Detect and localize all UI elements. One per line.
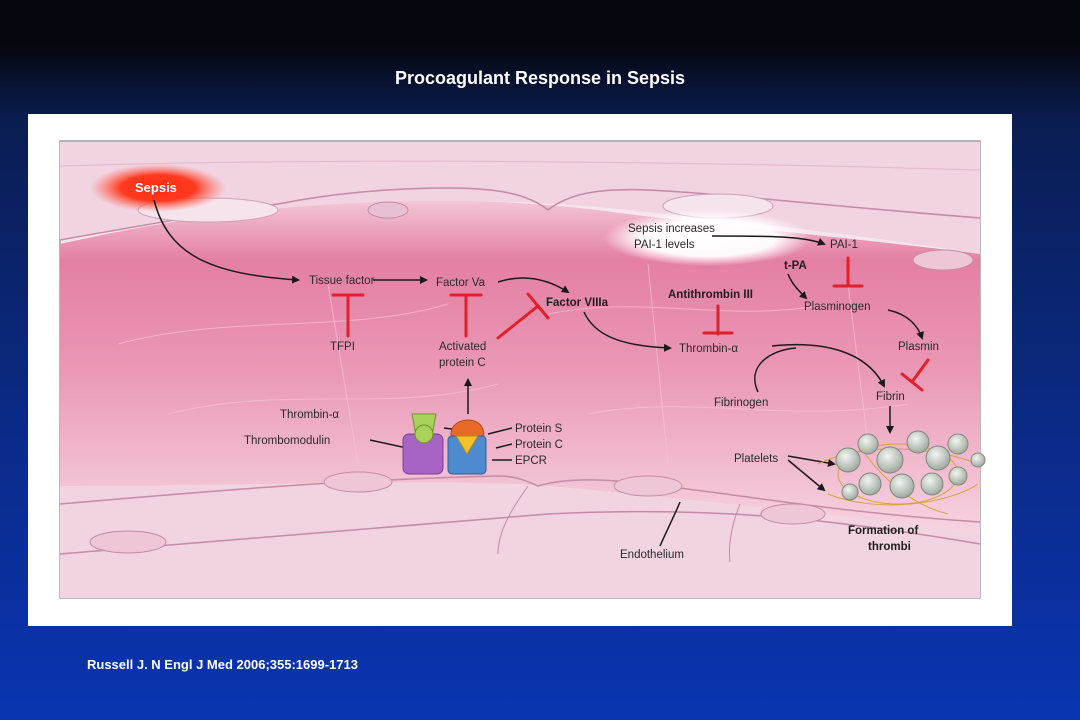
leader-endothelium [659, 501, 681, 547]
arrow-thrombin-to-fibrin [771, 343, 885, 388]
receptor-complex [402, 413, 487, 475]
tissue-factor-label: Tissue factor [309, 275, 375, 287]
platelets-shapes [835, 430, 986, 501]
thrombin-alpha-label: Thrombin-α [679, 343, 738, 355]
inhibit-antithrombin [702, 304, 734, 336]
activated-pc-line2: protein C [439, 357, 486, 369]
fibrinogen-curve [754, 347, 797, 393]
inhibit-pai1 [832, 256, 864, 288]
protein-c-shape [455, 435, 479, 455]
lumen-texture [117, 263, 909, 465]
factor-viiia-label: Factor VIIIa [546, 297, 609, 309]
inhibit-tfpi [331, 293, 365, 338]
factor-va-label: Factor Va [436, 277, 486, 289]
figure-panel: Sepsis Sepsis increases PAI-1 levels PAI… [28, 114, 1012, 626]
antithrombin-label: Antithrombin III [668, 289, 753, 301]
tpa-label: t-PA [784, 260, 807, 272]
citation: Russell J. N Engl J Med 2006;355:1699-17… [87, 657, 358, 672]
lower-endothelium [59, 471, 981, 598]
sepsis-increases-line2: PAI-1 levels [634, 239, 695, 251]
pai1-note-cloud [604, 210, 812, 266]
arrow-tpa-to-plasminogen [787, 273, 808, 300]
arrow-note-to-pai1 [711, 235, 826, 246]
endothelium-label: Endothelium [620, 549, 684, 561]
tfpi-label: TFPI [330, 341, 355, 353]
plasmin-label: Plasmin [898, 341, 939, 353]
sepsis-increases-line1: Sepsis increases [628, 223, 715, 235]
formation-line1: Formation of [848, 525, 918, 537]
inhibit-plasmin-fibrin [900, 358, 930, 392]
sepsis-glow [90, 164, 226, 212]
activation-arrows [153, 199, 924, 547]
inhibition-markers [331, 256, 930, 392]
vessel-lumen [60, 200, 980, 534]
formation-line2: thrombi [868, 541, 911, 553]
protein-c-label: Protein C [515, 439, 563, 451]
pai1-label: PAI-1 [830, 239, 858, 251]
arrow-platelets-1 [787, 455, 836, 467]
activated-pc-line1: Activated [439, 341, 486, 353]
thrombomodulin-label: Thrombomodulin [244, 435, 330, 447]
top-band [0, 0, 1080, 44]
arrow-sepsis-to-tissue-factor [153, 199, 300, 284]
arrow-viiia-to-thrombin [583, 311, 672, 352]
plasminogen-label: Plasminogen [804, 301, 870, 313]
inhibit-activated-pc-viiia [496, 292, 550, 340]
thrombin-alpha-receptor-label: Thrombin-α [280, 409, 339, 421]
protein-s-label: Protein S [515, 423, 563, 435]
leader-protein-c [495, 443, 513, 449]
epcr-label: EPCR [515, 455, 547, 467]
sepsis-label: Sepsis [135, 180, 177, 195]
fibrin-label: Fibrin [876, 391, 905, 403]
protein-s-shape [450, 419, 485, 437]
platelets-label: Platelets [734, 453, 778, 465]
inhibit-activated-pc-va [449, 293, 483, 338]
fibrinogen-label: Fibrinogen [714, 397, 768, 409]
slide-title: Procoagulant Response in Sepsis [394, 68, 686, 88]
coagulation-diagram: Sepsis Sepsis increases PAI-1 levels PAI… [59, 140, 986, 599]
leader-protein-s [487, 427, 513, 435]
arrow-factor-va-to-viiia [497, 277, 570, 294]
upper-endothelium [59, 142, 981, 271]
arrow-platelets-2 [787, 459, 826, 492]
arrow-plasminogen-to-plasmin [887, 309, 924, 340]
thrombus-cluster [817, 430, 986, 515]
